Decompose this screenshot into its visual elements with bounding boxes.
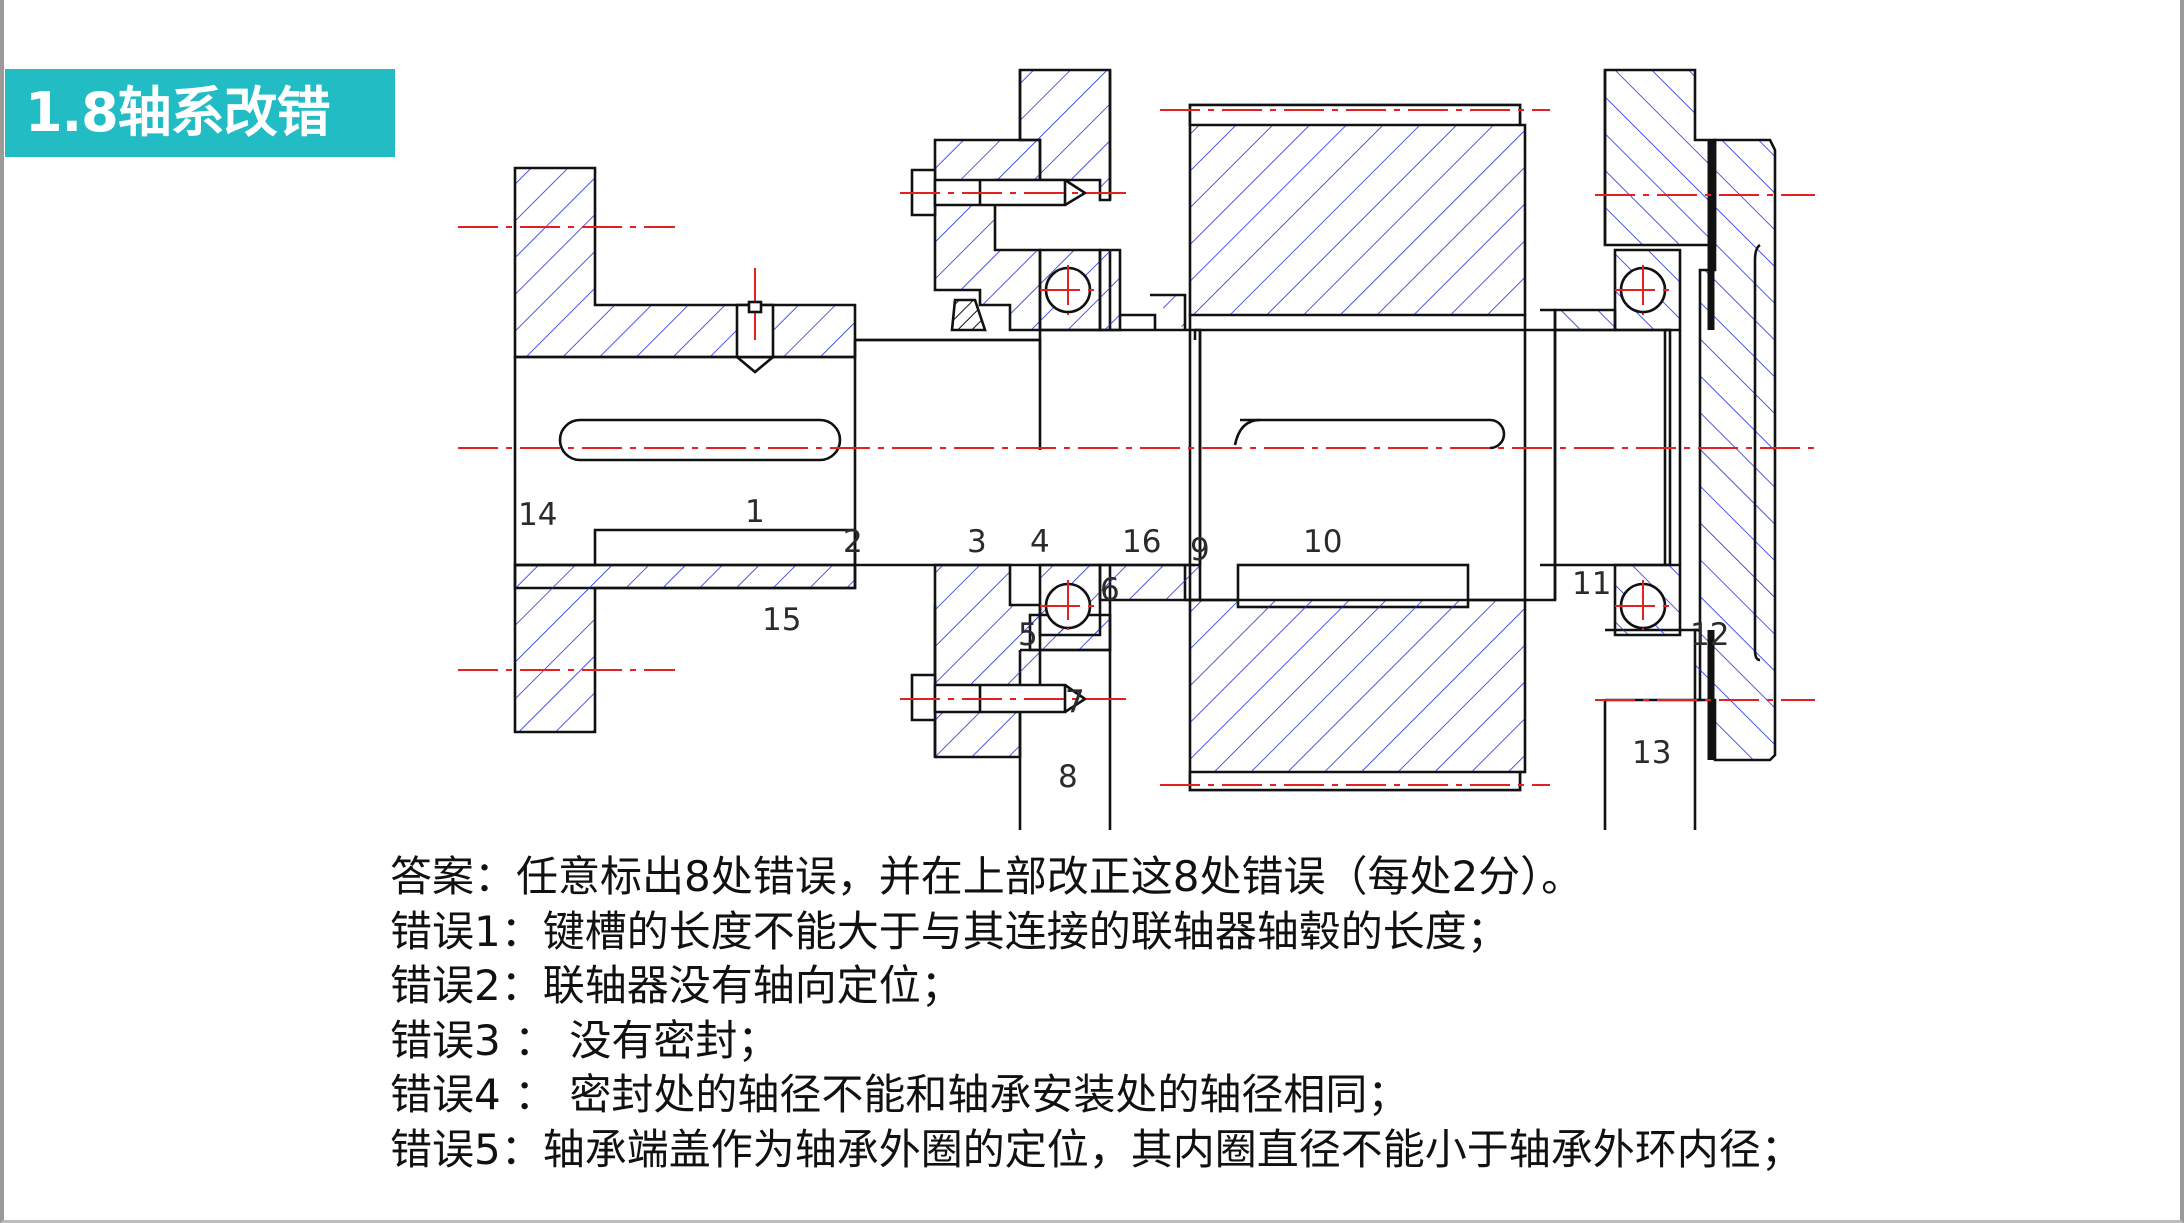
centerlines [458,109,1820,786]
left-bearing [1038,248,1102,637]
label-13: 13 [1632,735,1671,771]
label-7: 7 [1065,684,1085,720]
label-11: 11 [1572,566,1611,602]
label-15: 15 [762,602,801,638]
callout-labels: 1 2 3 4 5 6 7 8 9 10 11 12 13 14 15 16 [518,494,1729,795]
label-14: 14 [518,497,557,533]
error-1: 错误1：键槽的长度不能大于与其连接的联轴器轴毂的长度； [390,906,1509,956]
label-3: 3 [967,524,987,560]
coupling [513,166,857,734]
error-5: 错误5：轴承端盖作为轴承外圈的定位，其内圈直径不能小于轴承外环内径； [390,1124,1803,1174]
slide-title: 1.8轴系改错 [5,69,395,157]
right-housing [1603,68,1717,830]
set-screw [735,268,775,374]
label-2: 2 [843,524,863,560]
label-9: 9 [1190,532,1210,568]
left-spacer [1098,248,1202,602]
label-6: 6 [1100,572,1120,608]
label-16: 16 [1122,524,1161,560]
label-12: 12 [1690,617,1729,653]
right-end-cover [1693,138,1777,762]
error-4: 错误4 ： 密封处的轴径不能和轴承安装处的轴径相同； [390,1070,1410,1119]
label-8: 8 [1058,759,1078,795]
label-5: 5 [1018,617,1038,653]
label-10: 10 [1303,524,1342,560]
answer-block: 答案：任意标出8处错误，并在上部改正这8处错误（每处2分）。 错误1：键槽的长度… [390,850,1803,1177]
error-2: 错误2：联轴器没有轴向定位； [390,961,963,1010]
error-3: 错误3 ： 没有密封； [390,1015,780,1065]
label-4: 4 [1030,524,1050,560]
answer-intro: 答案：任意标出8处错误，并在上部改正这8处错误（每处2分）。 [390,852,1584,901]
label-1: 1 [745,494,765,530]
